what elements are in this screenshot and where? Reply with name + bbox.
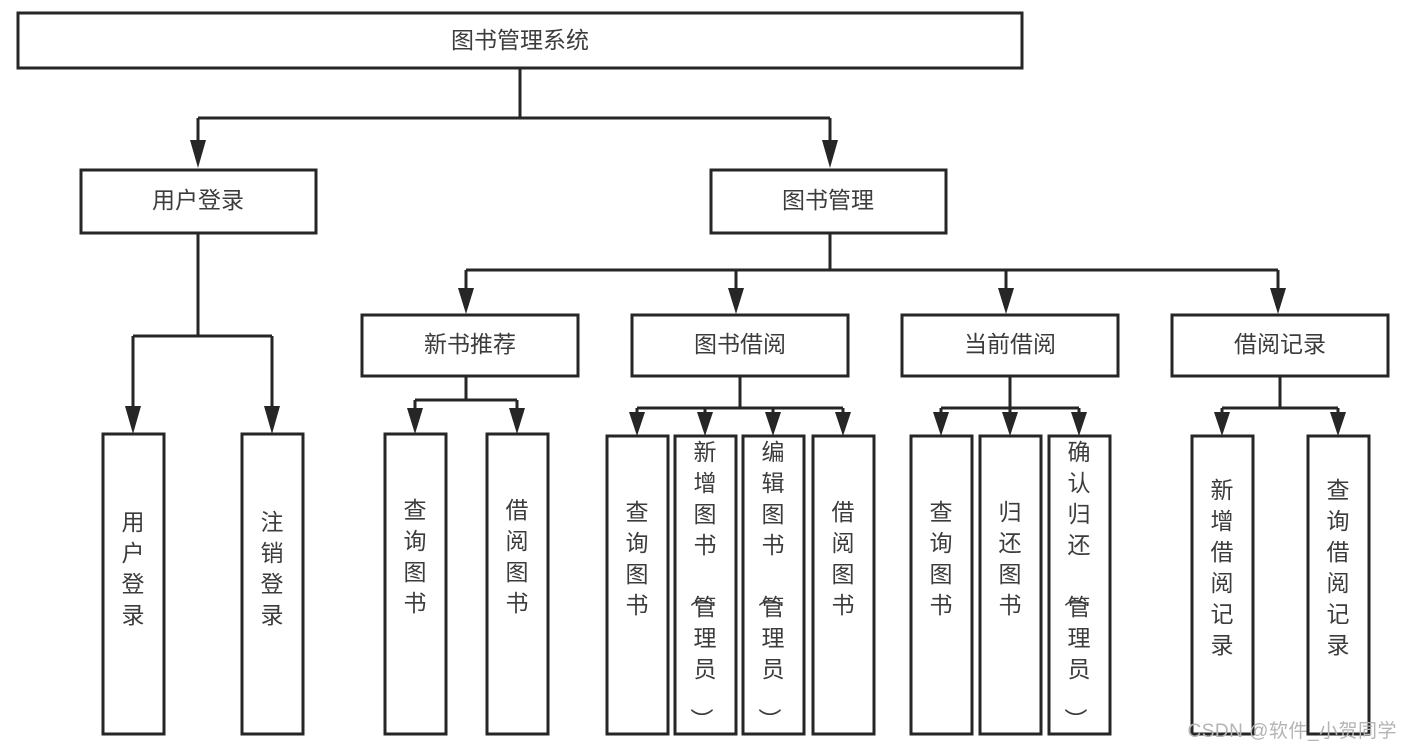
- node-leaf-logout[interactable]: 注销登录: [240, 432, 305, 736]
- arrow-head-icon: [1002, 412, 1018, 436]
- node-leaf-query-book-recommend[interactable]: 查询图书: [383, 432, 448, 736]
- node-leaf-borrow-book-recommend-label: 借阅图书: [506, 497, 529, 616]
- node-leaf-edit-book-box[interactable]: [741, 434, 806, 736]
- node-leaf-query-book-current-box[interactable]: [909, 434, 974, 736]
- node-leaf-confirm-return[interactable]: 确认归还（管理员）: [1047, 434, 1112, 736]
- node-leaf-add-book[interactable]: 新增图书（管理员）: [673, 434, 738, 736]
- node-leaf-query-book-recommend-label: 查询图书: [404, 497, 427, 616]
- node-leaf-borrow-book-box[interactable]: [811, 434, 876, 736]
- node-book-borrow-box[interactable]: [630, 313, 850, 378]
- node-leaf-query-book-borrow-label: 查询图书: [626, 499, 649, 618]
- node-borrow-records-label: 借阅记录: [1234, 331, 1326, 357]
- node-leaf-borrow-book-recommend[interactable]: 借阅图书: [485, 432, 550, 736]
- node-new-book-recommend-label: 新书推荐: [424, 331, 516, 357]
- connectors-bookborrow-to-leaves: [629, 376, 851, 436]
- arrow-head-icon: [125, 406, 141, 434]
- node-leaf-borrow-book-label: 借阅图书: [832, 499, 855, 618]
- node-leaf-query-borrow-record-box[interactable]: [1306, 434, 1371, 736]
- node-current-borrow-box[interactable]: [900, 313, 1120, 378]
- arrow-head-icon: [1071, 412, 1087, 436]
- node-leaf-query-book-borrow[interactable]: 查询图书: [605, 434, 670, 736]
- node-leaf-user-login-label: 用户登录: [122, 509, 145, 628]
- node-leaf-query-book-borrow-box[interactable]: [605, 434, 670, 736]
- node-new-book-recommend-box[interactable]: [360, 313, 580, 378]
- arrow-head-icon: [509, 408, 525, 434]
- node-root-label: 图书管理系统: [451, 27, 589, 53]
- node-leaf-query-book-recommend-box[interactable]: [383, 432, 448, 736]
- node-leaf-return-book[interactable]: 归还图书: [978, 434, 1043, 736]
- node-leaf-confirm-return-label: 确认归还（管理员）: [1063, 439, 1091, 731]
- arrow-head-icon: [1330, 412, 1346, 436]
- node-leaf-add-book-box[interactable]: [673, 434, 738, 736]
- node-book-borrow[interactable]: 图书借阅: [630, 313, 850, 378]
- node-leaf-return-book-box[interactable]: [978, 434, 1043, 736]
- connectors-newbook-to-leaves: [407, 376, 525, 434]
- node-book-management[interactable]: 图书管理: [709, 168, 948, 235]
- arrow-head-icon: [264, 406, 280, 434]
- node-leaf-add-borrow-record[interactable]: 新增借阅记录: [1190, 434, 1255, 736]
- node-user-login-label: 用户登录: [152, 187, 244, 213]
- node-leaf-add-book-label: 新增图书（管理员）: [689, 439, 717, 731]
- node-user-login[interactable]: 用户登录: [79, 168, 318, 235]
- arrow-head-icon: [765, 412, 781, 436]
- arrow-head-icon: [407, 408, 423, 434]
- node-user-login-box[interactable]: [79, 168, 318, 235]
- node-leaf-query-borrow-record[interactable]: 查询借阅记录: [1306, 434, 1371, 736]
- connectors-currentborrow-to-leaves: [933, 376, 1087, 436]
- node-leaf-query-borrow-record-label: 查询借阅记录: [1327, 477, 1350, 658]
- node-leaf-confirm-return-box[interactable]: [1047, 434, 1112, 736]
- node-book-borrow-label: 图书借阅: [694, 331, 786, 357]
- node-leaf-add-borrow-record-box[interactable]: [1190, 434, 1255, 736]
- node-leaf-query-book-current[interactable]: 查询图书: [909, 434, 974, 736]
- arrow-head-icon: [933, 412, 949, 436]
- arrow-head-icon: [458, 288, 474, 314]
- node-leaf-borrow-book[interactable]: 借阅图书: [811, 434, 876, 736]
- node-current-borrow-label: 当前借阅: [964, 331, 1056, 357]
- connectors-root-to-level2: [190, 68, 838, 168]
- arrow-head-icon: [835, 412, 851, 436]
- node-root-box[interactable]: [16, 11, 1024, 70]
- node-leaf-add-borrow-record-label: 新增借阅记录: [1211, 477, 1234, 658]
- node-leaf-user-login[interactable]: 用户登录: [101, 432, 166, 736]
- connectors-bookmgmt-to-level3: [458, 233, 1286, 314]
- node-leaf-logout-box[interactable]: [240, 432, 305, 736]
- node-borrow-records[interactable]: 借阅记录: [1170, 313, 1390, 378]
- node-current-borrow[interactable]: 当前借阅: [900, 313, 1120, 378]
- arrow-head-icon: [1214, 412, 1230, 436]
- node-new-book-recommend[interactable]: 新书推荐: [360, 313, 580, 378]
- arrow-head-icon: [190, 140, 206, 168]
- node-leaf-return-book-label: 归还图书: [999, 499, 1022, 618]
- node-book-management-label: 图书管理: [782, 187, 874, 213]
- arrow-head-icon: [822, 140, 838, 168]
- node-leaf-logout-label: 注销登录: [261, 509, 284, 628]
- connectors-borrowrecords-to-leaves: [1214, 376, 1346, 436]
- arrow-head-icon: [998, 288, 1014, 314]
- arrow-head-icon: [728, 288, 744, 314]
- node-leaf-borrow-book-recommend-box[interactable]: [485, 432, 550, 736]
- node-root[interactable]: 图书管理系统: [16, 11, 1024, 70]
- arrow-head-icon: [697, 412, 713, 436]
- node-leaf-edit-book[interactable]: 编辑图书（管理员）: [741, 434, 806, 736]
- node-book-management-box[interactable]: [709, 168, 948, 235]
- node-leaf-query-book-current-label: 查询图书: [930, 499, 953, 618]
- arrow-head-icon: [629, 412, 645, 436]
- node-leaf-edit-book-label: 编辑图书（管理员）: [757, 439, 785, 731]
- arrow-head-icon: [1270, 288, 1286, 314]
- connectors-userlogin-to-leaves: [125, 233, 280, 434]
- node-leaf-user-login-box[interactable]: [101, 432, 166, 736]
- node-borrow-records-box[interactable]: [1170, 313, 1390, 378]
